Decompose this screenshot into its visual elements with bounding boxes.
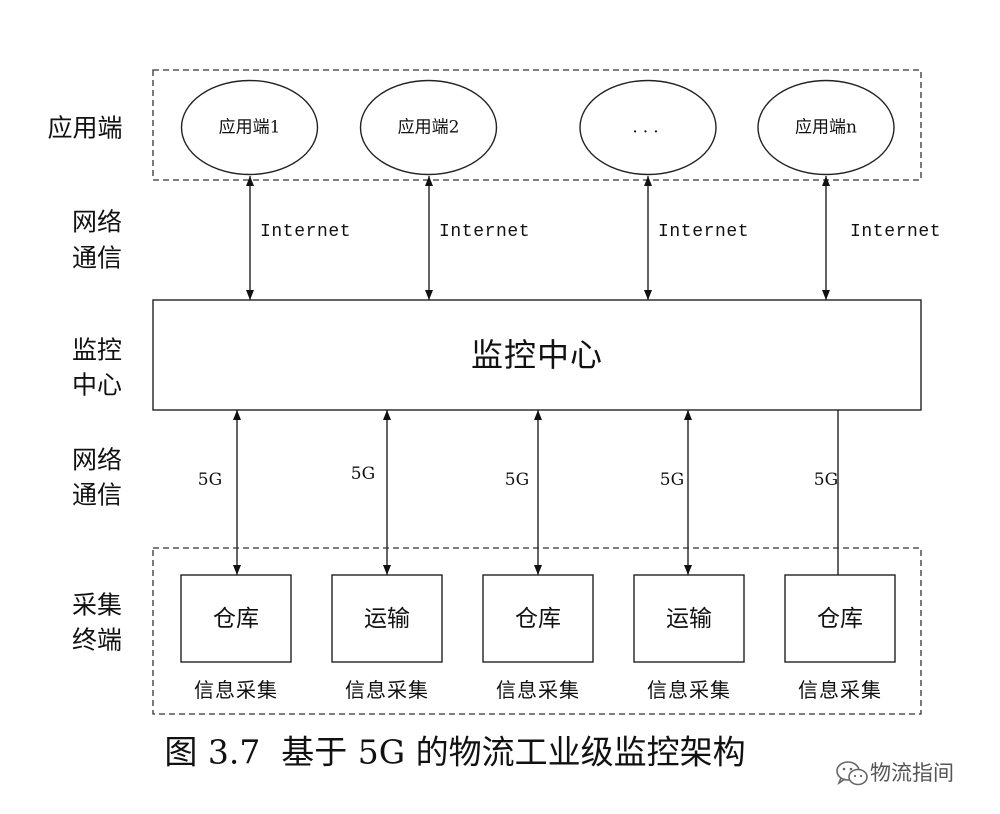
layer-label-monitor-2: 中心 bbox=[72, 371, 122, 400]
terminal-4-label: 运输 bbox=[666, 606, 712, 632]
terminal-4-caption: 信息采集 bbox=[647, 678, 731, 702]
figure-caption: 图 3.7 基于 5G 的物流工业级监控架构 bbox=[164, 733, 745, 772]
terminal-3-caption: 信息采集 bbox=[496, 678, 580, 702]
layer-label-collect-1: 采集 bbox=[72, 591, 122, 620]
collect-layer-dashed-box bbox=[152, 547, 922, 715]
terminal-5-label: 仓库 bbox=[817, 606, 863, 632]
terminal-box-5 bbox=[784, 574, 896, 663]
internet-link-1-label: Internet bbox=[260, 222, 351, 242]
watermark-text: 物流指间 bbox=[870, 761, 954, 785]
terminal-1-label: 仓库 bbox=[213, 606, 259, 632]
app-node-n bbox=[757, 79, 895, 176]
layer-label-network-bottom-2: 通信 bbox=[72, 481, 122, 510]
app-node-2 bbox=[359, 79, 498, 176]
internet-link-4-label: Internet bbox=[850, 222, 941, 242]
internet-link-2-label: Internet bbox=[439, 222, 530, 242]
layer-label-network-top-2: 通信 bbox=[72, 244, 122, 273]
terminal-5-caption: 信息采集 bbox=[798, 678, 882, 702]
5g-link-2-label: 5G bbox=[351, 464, 375, 484]
app-node-ellipsis bbox=[579, 79, 717, 176]
app-node-ellipsis-label: ... bbox=[632, 118, 663, 138]
5g-link-1-label: 5G bbox=[198, 470, 222, 490]
terminal-2-caption: 信息采集 bbox=[345, 678, 429, 702]
5g-link-4-label: 5G bbox=[660, 470, 684, 490]
terminal-box-1 bbox=[180, 574, 292, 663]
layer-label-app: 应用端 bbox=[47, 114, 122, 143]
layer-label-network-bottom-1: 网络 bbox=[72, 446, 122, 475]
layer-label-network-top-1: 网络 bbox=[72, 208, 122, 237]
app-node-n-label: 应用端n bbox=[795, 118, 857, 138]
5g-link-3-label: 5G bbox=[505, 470, 529, 490]
internet-link-3-label: Internet bbox=[658, 222, 749, 242]
wechat-icon bbox=[836, 761, 868, 786]
terminal-box-2 bbox=[331, 574, 443, 663]
terminal-box-3 bbox=[482, 574, 594, 663]
terminal-2-label: 运输 bbox=[364, 606, 410, 632]
app-node-2-label: 应用端2 bbox=[398, 118, 460, 138]
monitor-center-label: 监控中心 bbox=[471, 336, 603, 374]
terminal-3-label: 仓库 bbox=[515, 606, 561, 632]
layer-label-monitor-1: 监控 bbox=[72, 336, 122, 365]
terminal-box-4 bbox=[633, 574, 745, 663]
app-node-1 bbox=[180, 79, 319, 176]
layer-label-collect-2: 终端 bbox=[72, 626, 122, 655]
app-layer-dashed-box bbox=[152, 69, 922, 181]
5g-link-5-label: 5G bbox=[814, 470, 838, 490]
terminal-1-caption: 信息采集 bbox=[194, 678, 278, 702]
app-node-1-label: 应用端1 bbox=[219, 118, 281, 138]
